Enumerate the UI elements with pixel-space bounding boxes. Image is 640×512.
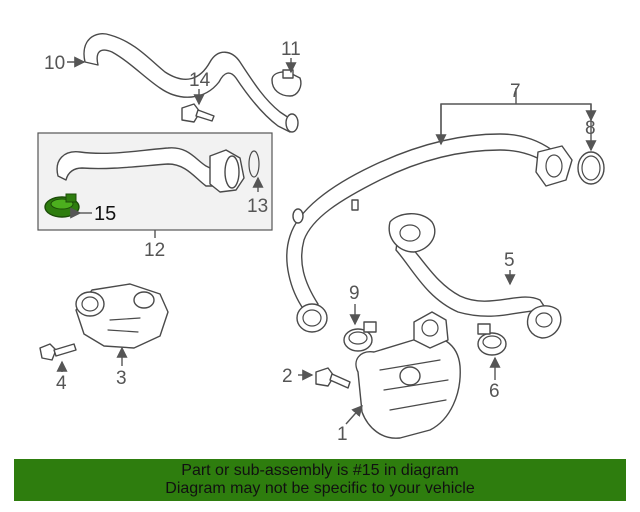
notice-line-2: Diagram may not be specific to your vehi… (165, 480, 475, 497)
callout-11: 11 (281, 39, 301, 60)
bolt-part-2[interactable] (315, 367, 351, 389)
oring-part-8[interactable] (577, 151, 605, 185)
callout-5: 5 (504, 250, 515, 271)
callout-14: 14 (189, 70, 211, 91)
callout-2: 2 (282, 366, 293, 387)
hose-part-5[interactable] (388, 213, 562, 339)
clamp-part-6[interactable] (477, 323, 507, 356)
kit-box-part-12 (37, 132, 273, 231)
callout-9: 9 (349, 283, 360, 304)
hose-part-10[interactable] (83, 33, 299, 133)
notice-banner: Part or sub-assembly is #15 in diagram D… (14, 459, 626, 501)
callout-3: 3 (116, 368, 127, 389)
leader-lines (56, 56, 597, 425)
callout-13: 13 (247, 196, 268, 217)
callout-15: 15 (94, 203, 116, 225)
water-pump-part-1[interactable] (355, 311, 461, 439)
thermostat-part-3[interactable] (75, 283, 169, 349)
clamp-part-11[interactable] (271, 69, 302, 97)
callout-12: 12 (144, 240, 165, 261)
callout-4: 4 (56, 373, 67, 394)
bolt-part-4[interactable] (39, 343, 77, 361)
callout-1: 1 (337, 424, 348, 445)
callout-8: 8 (585, 118, 596, 139)
notice-line-1: Part or sub-assembly is #15 in diagram (181, 462, 459, 479)
callout-10: 10 (44, 53, 65, 74)
pipe-part-7[interactable] (286, 133, 573, 333)
callout-7: 7 (510, 81, 521, 102)
callout-6: 6 (489, 381, 500, 402)
bolt-part-14[interactable] (181, 103, 215, 123)
clamp-part-9[interactable] (343, 321, 377, 352)
